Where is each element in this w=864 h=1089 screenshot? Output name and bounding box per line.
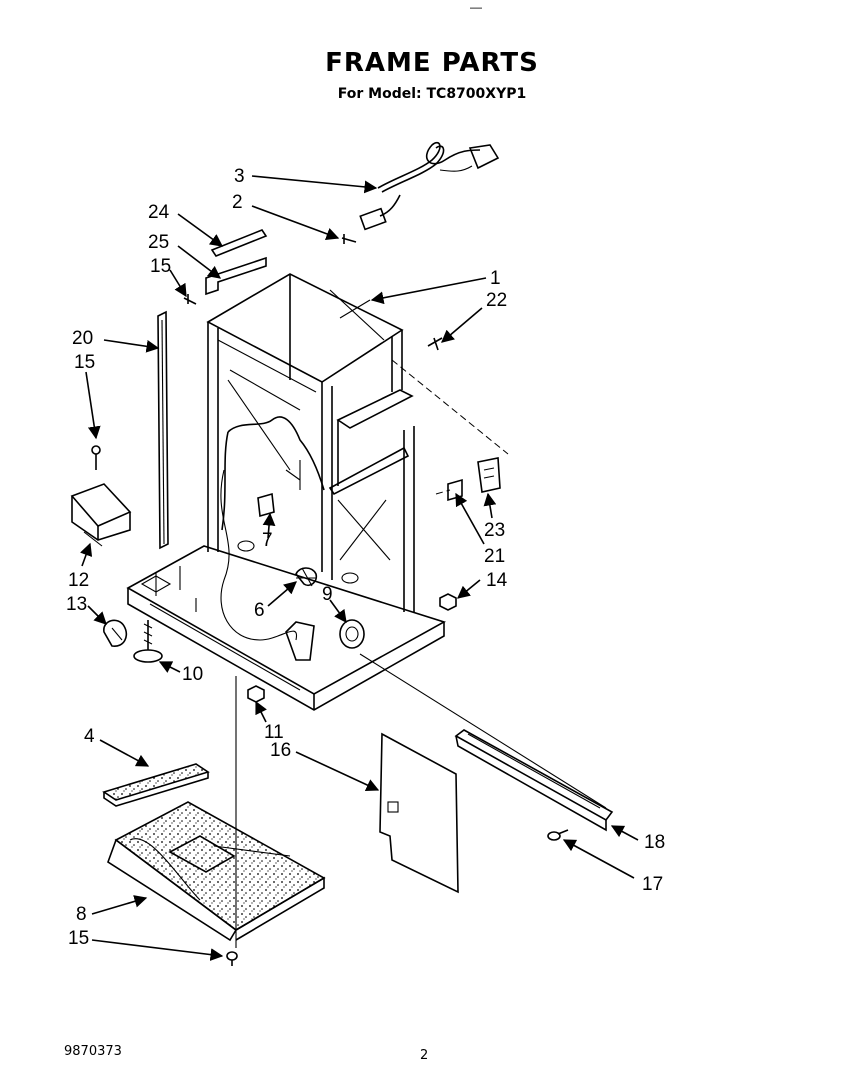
bracket-25-part: [205, 256, 267, 296]
gasket-strip-20-part: [157, 310, 169, 550]
callout-3: 3: [234, 166, 245, 187]
callout-18: 18: [644, 832, 665, 853]
nut-14-part: [439, 593, 457, 611]
callout-20: 20: [72, 328, 93, 349]
callout-2: 2: [232, 192, 243, 213]
pad-4-part: [102, 763, 210, 807]
screw-15-mid-part: [91, 445, 101, 470]
page-title: FRAME PARTS: [325, 48, 539, 78]
screw-15-top-part: [183, 294, 197, 305]
power-cord-part: [359, 141, 500, 231]
callout-21: 21: [484, 546, 505, 567]
callout-22: 22: [486, 290, 507, 311]
insulator-24-part: [210, 229, 268, 257]
panel-16-part: [379, 732, 459, 894]
callout-17: 17: [642, 874, 663, 895]
top-mark: —: [470, 0, 482, 14]
rail-18-part: [454, 729, 614, 832]
callout-7: 7: [262, 530, 273, 551]
callout-16: 16: [270, 740, 291, 761]
cabinet-frame-part: [126, 273, 447, 711]
callout-25: 25: [148, 232, 169, 253]
base-pan-8-part: [107, 801, 326, 942]
callout-12: 12: [68, 570, 89, 591]
screw-15-bottom-part: [226, 951, 238, 966]
part-number: 9870373: [64, 1044, 122, 1059]
callout-13: 13: [66, 594, 87, 615]
screw-17-part: [547, 829, 569, 841]
screw-2-part: [341, 234, 357, 244]
callout-4: 4: [84, 726, 95, 747]
clip-13-part: [103, 619, 128, 647]
callout-1: 1: [490, 268, 501, 289]
cover-12-part: [70, 483, 132, 547]
model-subtitle: For Model: TC8700XYP1: [337, 86, 527, 102]
leveling-foot-10-part: [133, 620, 163, 663]
switch-23-part: [477, 457, 501, 493]
callout-15-bottom: 15: [68, 928, 89, 949]
callout-14: 14: [486, 570, 508, 591]
callout-15-mid: 15: [74, 352, 95, 373]
leader-lines: [80, 175, 639, 961]
callout-15-top: 15: [150, 256, 171, 277]
callout-9: 9: [322, 584, 333, 605]
callout-24: 24: [148, 202, 170, 223]
page-number: 2: [420, 1048, 429, 1063]
callout-10: 10: [182, 664, 203, 685]
nut-11-part: [247, 685, 265, 703]
screw-22-part: [427, 337, 443, 351]
callout-23: 23: [484, 520, 505, 541]
callout-11: 11: [264, 722, 284, 743]
bracket-21-part: [447, 478, 463, 502]
callout-8: 8: [76, 904, 87, 925]
callout-6: 6: [254, 600, 265, 621]
